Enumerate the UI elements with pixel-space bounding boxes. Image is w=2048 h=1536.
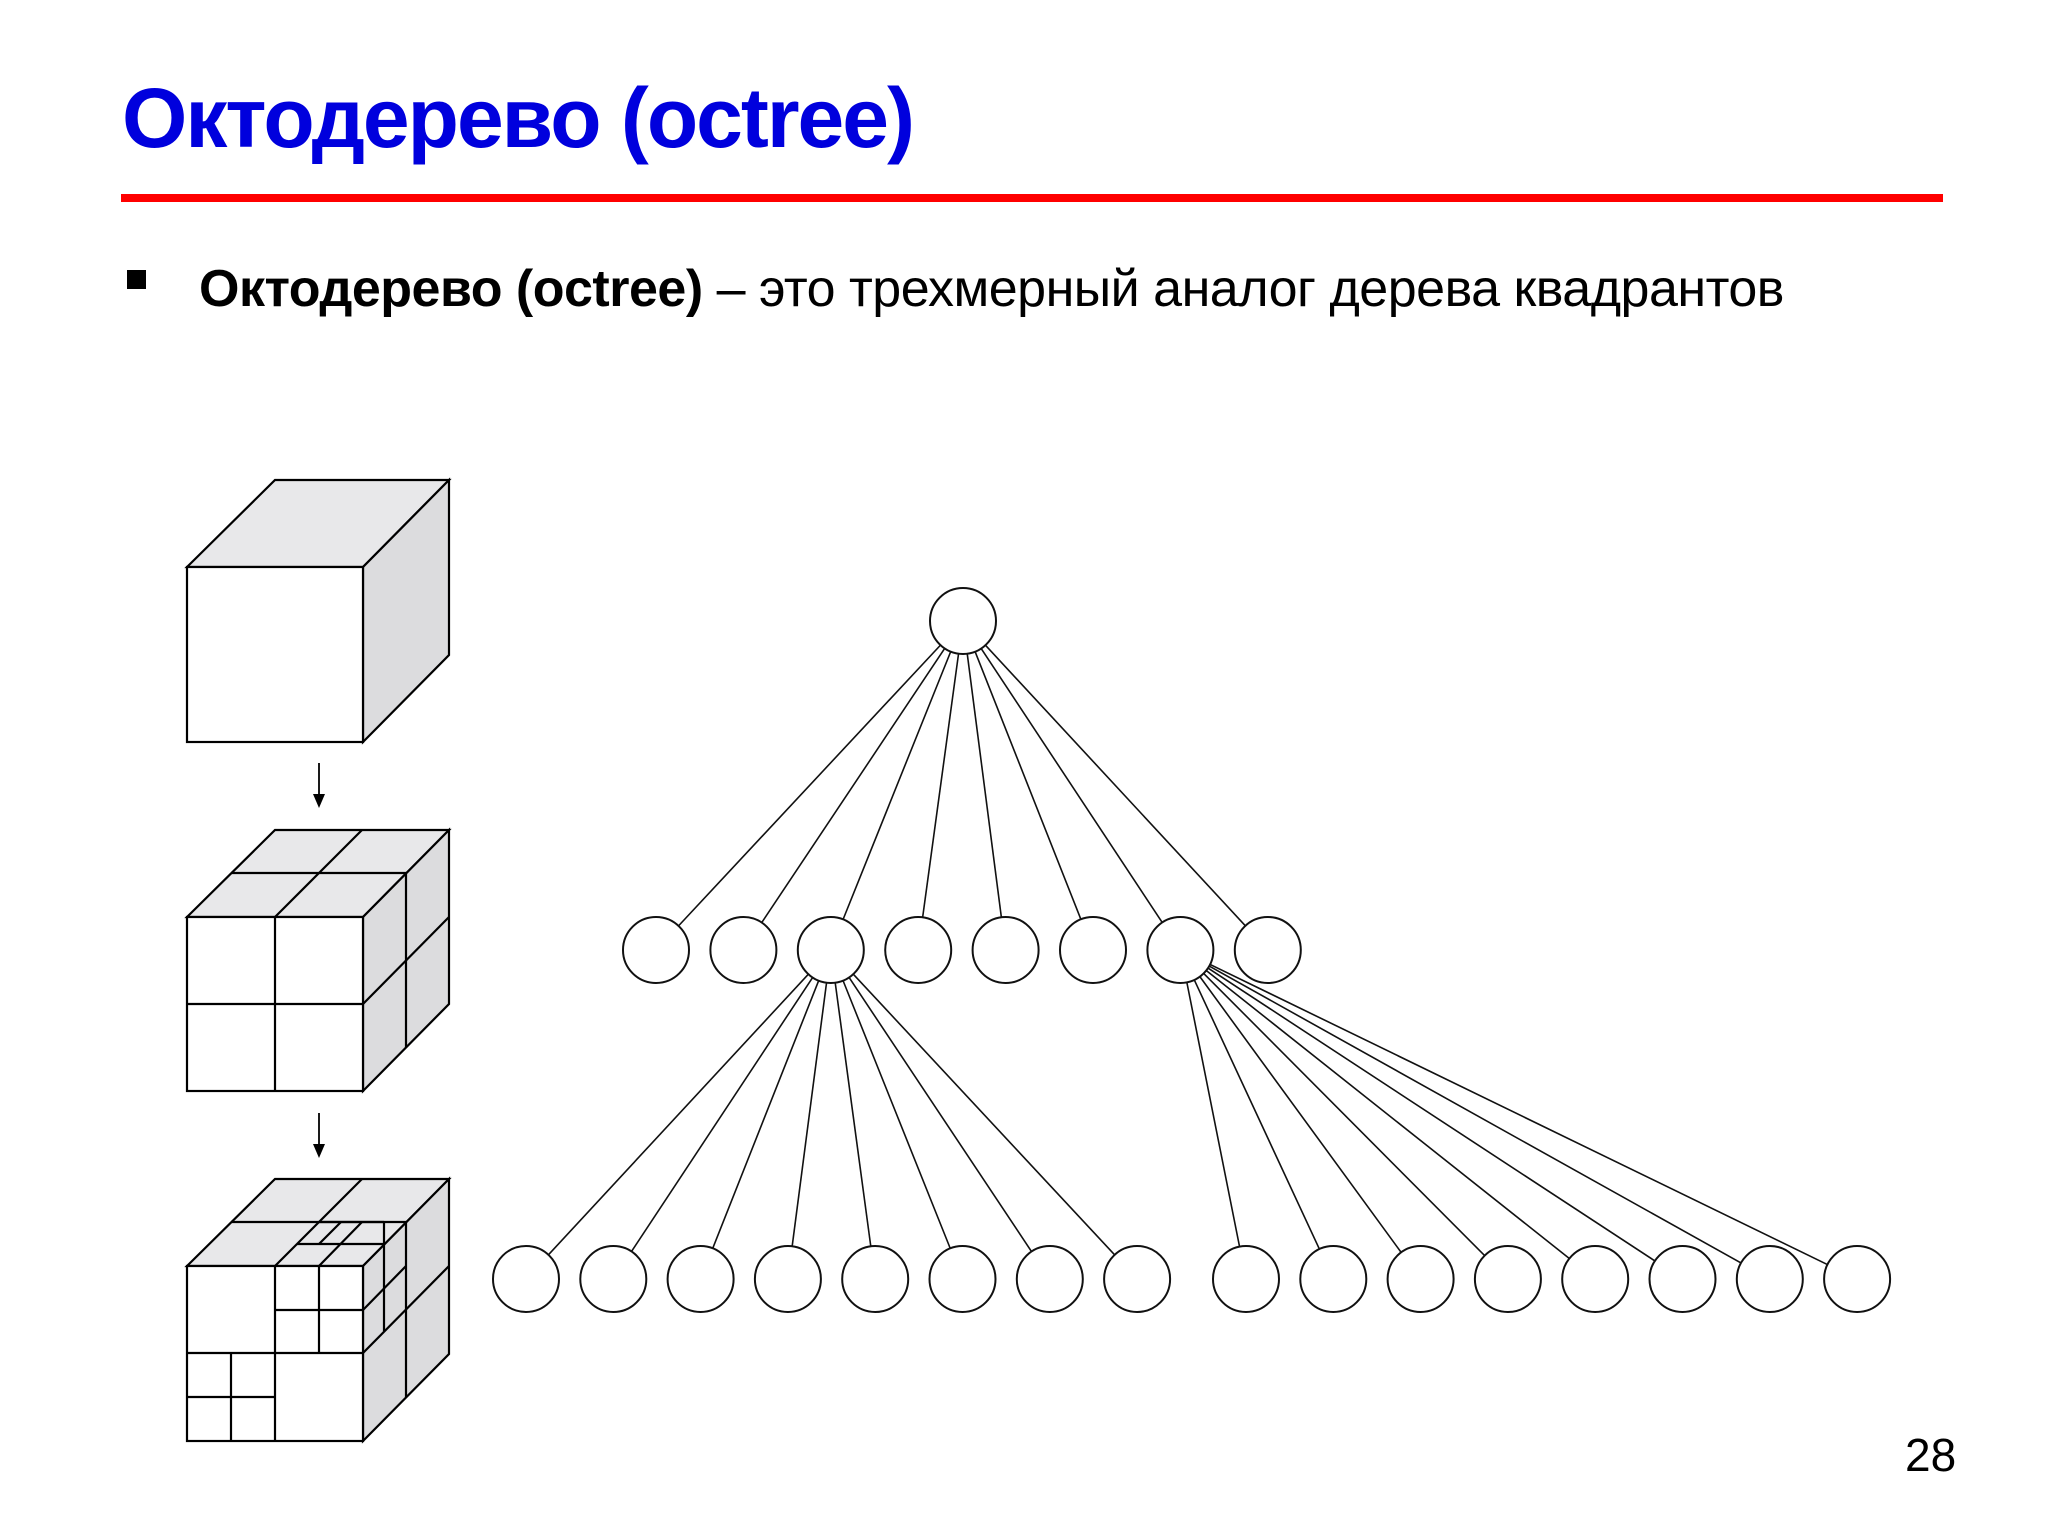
tree-edge (1209, 963, 1828, 1266)
cube-octants-subdivided (184, 1176, 452, 1444)
tree-node (1103, 1245, 1172, 1313)
tree-node (1561, 1245, 1630, 1313)
bullet-paragraph: Октодерево (octree) – это трехмерный ана… (199, 246, 1899, 332)
tree-edge (1203, 972, 1486, 1257)
page-number: 28 (1905, 1429, 1957, 1481)
tree-node (492, 1245, 560, 1313)
tree-node (1648, 1245, 1717, 1313)
tree-edge (848, 977, 1033, 1252)
tree-root-node (929, 587, 997, 655)
tree-node (1146, 916, 1215, 984)
title-underline (121, 194, 1943, 202)
tree-node (1212, 1245, 1280, 1313)
tree-node (841, 1245, 910, 1313)
tree-node (1233, 916, 1302, 984)
tree-edge (1186, 982, 1241, 1247)
tree-node (971, 916, 1040, 984)
tree-edge (791, 982, 828, 1247)
tree-node (1473, 1245, 1542, 1313)
tree-node (666, 1245, 735, 1313)
tree-node (1015, 1245, 1084, 1313)
cube-whole (184, 477, 452, 745)
tree-edge (1199, 976, 1402, 1253)
tree-nodes (492, 587, 1892, 1313)
tree-edge (677, 644, 942, 927)
bullet-square-icon (127, 270, 146, 289)
tree-edge (966, 653, 1003, 918)
tree-edge (1193, 979, 1321, 1250)
tree-node (1823, 1245, 1892, 1313)
tree-edge (921, 653, 960, 918)
tree-edge (842, 980, 951, 1249)
tree-edge (761, 648, 946, 923)
tree-node (1386, 1245, 1455, 1313)
tree-node (579, 1245, 648, 1313)
tree-node (884, 916, 953, 984)
tree-edge (1207, 967, 1656, 1262)
tree-edge (842, 651, 952, 920)
down-arrow-icon (313, 763, 325, 808)
down-arrow-icon (313, 1113, 325, 1158)
tree-edge (1205, 969, 1570, 1260)
tree-edge (834, 982, 872, 1247)
tree-node (928, 1245, 997, 1313)
tree-edge (974, 651, 1082, 920)
tree-edge (630, 977, 814, 1252)
tree-node (1059, 916, 1127, 984)
tree-edges (547, 644, 1828, 1266)
tree-node (709, 916, 778, 984)
tree-node (1735, 1245, 1804, 1313)
tree-node (753, 1245, 822, 1313)
tree-node (1299, 1245, 1368, 1313)
tree-edge (852, 973, 1116, 1256)
tree-edge (547, 973, 809, 1256)
tree-edge (984, 644, 1246, 927)
bullet-term: Октодерево (octree) (199, 260, 703, 318)
bullet-definition: – это трехмерный аналог дерева квадранто… (702, 260, 1785, 318)
tree-edge (1208, 965, 1742, 1264)
tree-node (622, 916, 690, 984)
tree-edge (711, 980, 820, 1249)
cube-octants (184, 827, 452, 1094)
tree-node (796, 916, 865, 984)
slide-title: Октодерево (octree) (122, 71, 915, 165)
tree-edge (980, 648, 1163, 923)
